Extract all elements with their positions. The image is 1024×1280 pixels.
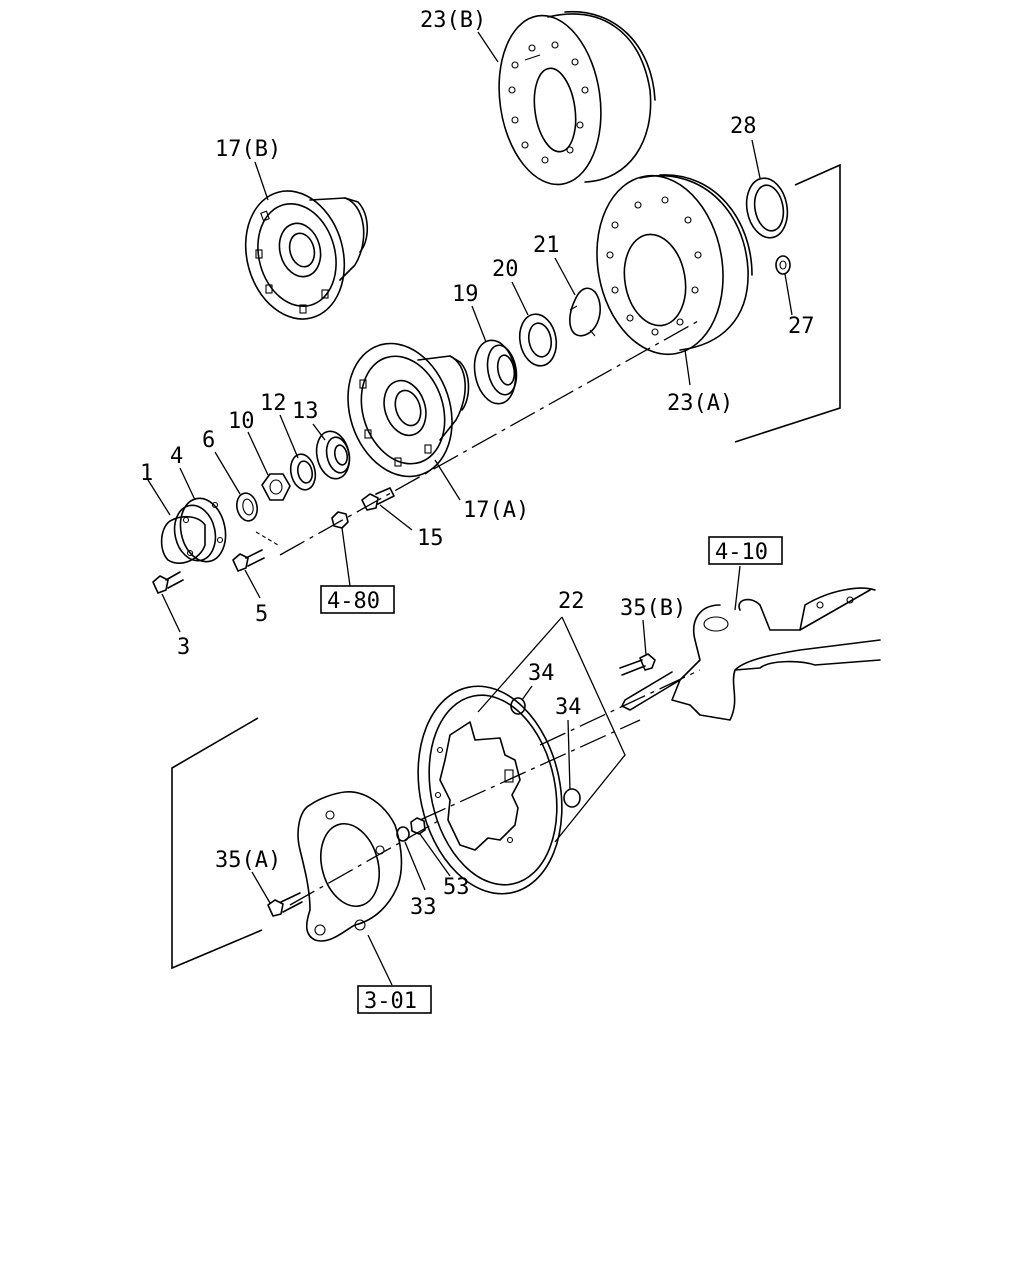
reference-4-80: 4-80	[327, 589, 380, 614]
tapered-roller-bearing-19[interactable]	[470, 337, 521, 407]
reference-box-4-80[interactable]: 4-80	[320, 585, 395, 614]
label-15: 15	[417, 526, 444, 551]
hub-bolt-15[interactable]	[361, 487, 395, 511]
label-19: 19	[452, 282, 479, 307]
brake-drum-23a[interactable]	[583, 166, 753, 365]
label-28: 28	[730, 114, 757, 139]
label-17a: 17(A)	[463, 498, 529, 523]
label-6: 6	[202, 428, 215, 453]
lock-nut-27[interactable]	[775, 255, 791, 275]
label-17b: 17(B)	[215, 137, 281, 162]
label-33: 33	[410, 895, 437, 920]
tapered-roller-bearing-13[interactable]	[312, 428, 353, 482]
brake-anchor-bracket[interactable]	[297, 791, 403, 942]
bolt-35a[interactable]	[267, 892, 303, 917]
bolt-5[interactable]	[232, 549, 265, 572]
label-35b: 35(B)	[620, 596, 686, 621]
plug-34-upper[interactable]	[510, 697, 526, 715]
wheel-hub-17b[interactable]	[232, 180, 369, 330]
label-10: 10	[228, 409, 255, 434]
bearing-outer-race-12[interactable]	[288, 452, 319, 492]
nut-53[interactable]	[410, 817, 426, 835]
label-5: 5	[255, 602, 268, 627]
label-27: 27	[788, 314, 815, 339]
lock-washer-6[interactable]	[234, 491, 259, 523]
label-3: 3	[177, 635, 190, 660]
label-20: 20	[492, 257, 519, 282]
reference-box-3-01[interactable]: 3-01	[357, 985, 432, 1014]
bolt-3[interactable]	[152, 571, 184, 594]
bearing-outer-race-20[interactable]	[516, 311, 560, 368]
label-23a: 23(A)	[667, 391, 733, 416]
wheel-hub-17a[interactable]	[331, 330, 470, 490]
group-bracket-top	[734, 163, 841, 443]
bolt-35b[interactable]	[619, 653, 656, 676]
reference-3-01: 3-01	[364, 989, 417, 1014]
label-12: 12	[260, 391, 287, 416]
group-bracket-lower	[171, 717, 263, 970]
snap-ring-21[interactable]	[569, 287, 601, 337]
label-22: 22	[558, 589, 585, 614]
label-35a: 35(A)	[215, 848, 281, 873]
reference-box-4-10[interactable]: 4-10	[708, 536, 783, 565]
brake-drum-23b[interactable]	[489, 9, 656, 191]
label-4: 4	[170, 444, 183, 469]
group-bracket-22	[477, 616, 626, 843]
label-13: 13	[292, 399, 319, 424]
hub-nut-10[interactable]	[261, 473, 291, 501]
label-1: 1	[140, 461, 153, 486]
label-53: 53	[443, 875, 470, 900]
plug-34-lower[interactable]	[563, 788, 581, 808]
label-23b: 23(B)	[420, 8, 486, 33]
wheel-nut[interactable]	[331, 511, 349, 529]
washer-33[interactable]	[396, 826, 410, 842]
leader-lines	[147, 31, 793, 986]
gasket-4[interactable]	[175, 494, 231, 566]
reference-4-10: 4-10	[715, 540, 768, 565]
label-34-upper: 34	[528, 661, 555, 686]
label-21: 21	[533, 233, 560, 258]
oil-seal-28[interactable]	[742, 175, 792, 241]
brake-backing-plate-22[interactable]	[400, 673, 581, 908]
label-34-lower: 34	[555, 695, 582, 720]
front-axle-beam[interactable]	[539, 587, 881, 746]
